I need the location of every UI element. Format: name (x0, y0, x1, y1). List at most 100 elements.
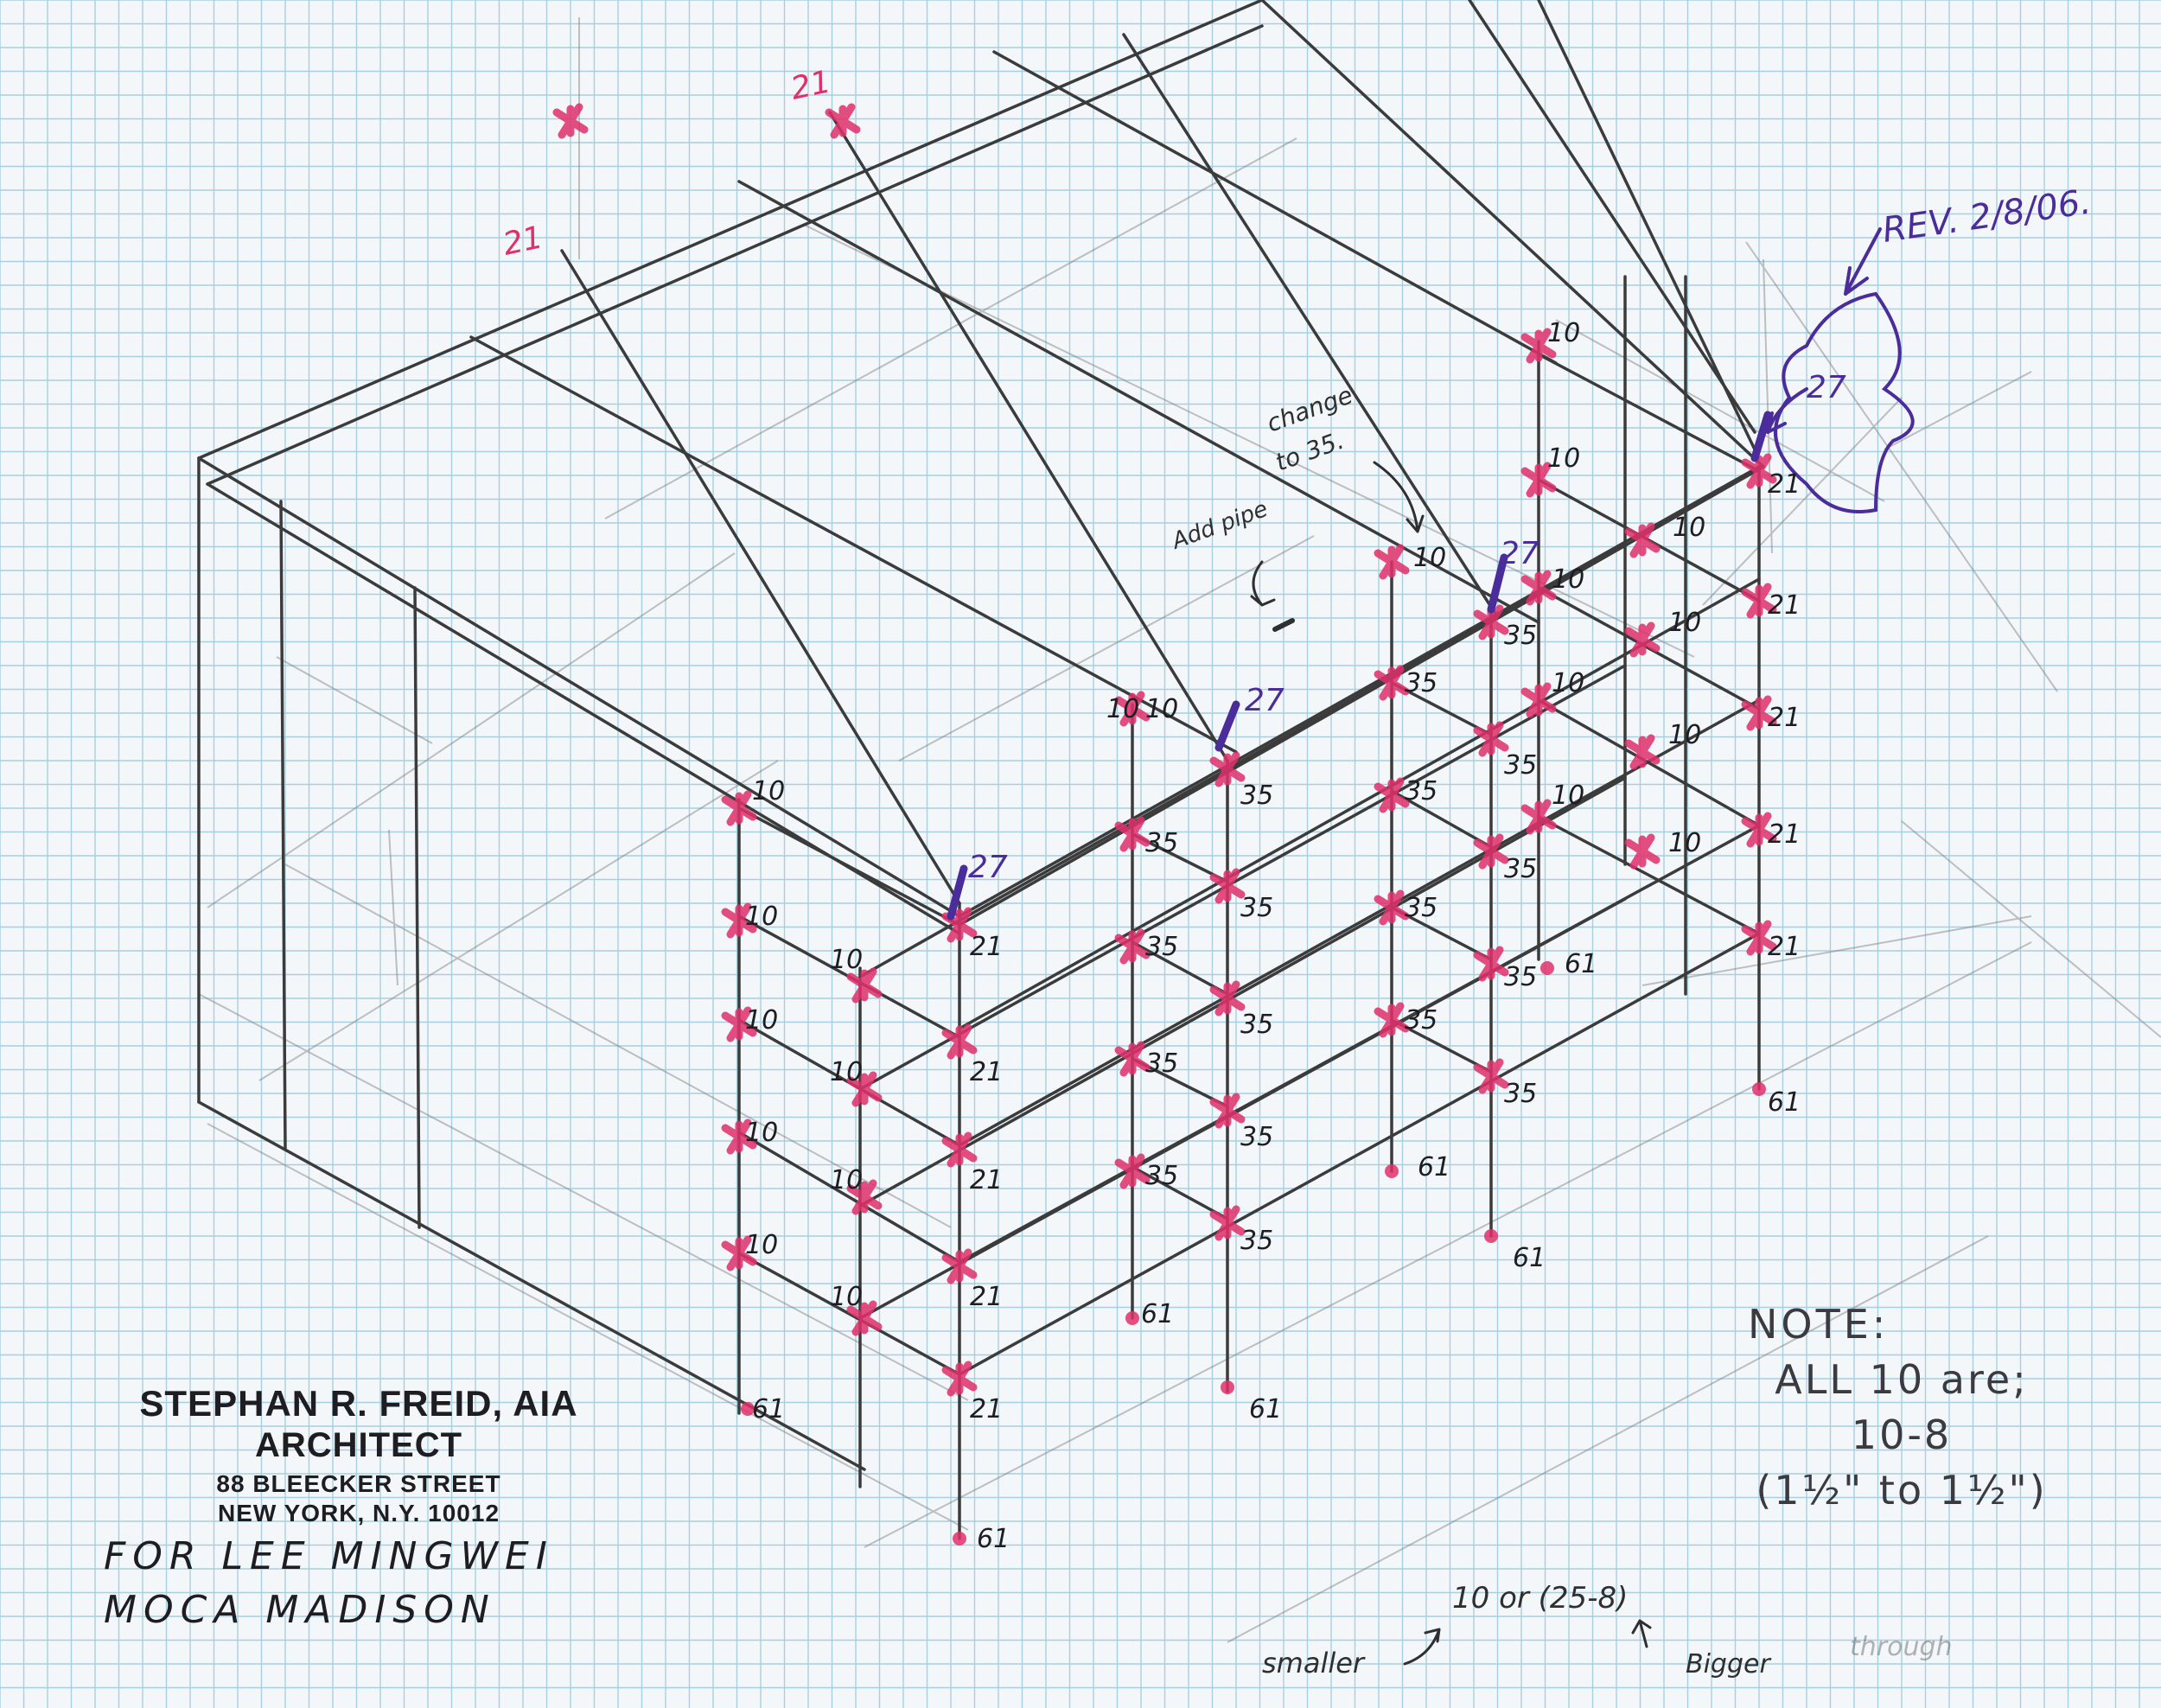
fitting-mark (1624, 833, 1661, 870)
fitting-mark (721, 1118, 757, 1155)
client-note: FOR LEE MINGWEI MOCA MADISON (104, 1530, 554, 1637)
fitting-label: 35 (1504, 854, 1537, 884)
fitting-label: 10 (1106, 694, 1139, 724)
fitting-label: 35 (1405, 1005, 1437, 1036)
general-note: NOTE: ALL 10 are; 10-8 (1½" to 1½") (1737, 1297, 2066, 1518)
fitting-mark (721, 902, 757, 939)
fitting-label: 10 (1668, 608, 1701, 638)
revision-marks (947, 227, 1915, 921)
added-pipe-mark (1272, 618, 1295, 632)
note-line2: 10-8 (1851, 1412, 1953, 1458)
fitting-label: 27 (968, 850, 1008, 885)
fitting-label: 21 (787, 64, 833, 107)
fitting-mark (846, 1179, 883, 1215)
fitting-label: 35 (1405, 668, 1437, 698)
fitting-label: 21 (1768, 819, 1801, 850)
fitting-mark (1209, 1205, 1246, 1241)
fitting-label: 21 (1768, 469, 1801, 500)
bigger-arrow (1631, 1619, 1652, 1648)
bottom-note-faint: through (1850, 1632, 1953, 1662)
fitting-label: 21 (1768, 703, 1801, 733)
fitting-label: 10 (1668, 828, 1701, 858)
fitting-label: 35 (1504, 621, 1537, 651)
fitting-mark (1473, 833, 1509, 870)
fitting-mark (1520, 328, 1557, 364)
fitting-mark (721, 1235, 757, 1271)
fitting-label: 10 (1547, 318, 1580, 348)
base-plate-dot (1221, 1380, 1234, 1394)
fitting-label: 10 (830, 945, 863, 975)
revision-arrow (1844, 227, 1882, 296)
fitting-mark (1741, 920, 1777, 956)
fitting-mark (846, 967, 883, 1004)
fitting-label: 27 (1500, 536, 1539, 571)
fitting-label: 61 (1418, 1152, 1450, 1182)
fitting-label: 35 (1405, 893, 1437, 923)
add-pipe-arrow (1250, 560, 1276, 607)
fitting-label: 61 (1249, 1394, 1282, 1424)
architect-stamp: STEPHAN R. FREID, AIA ARCHITECT 88 BLEEC… (61, 1383, 657, 1527)
fitting-label: 35 (1240, 1010, 1273, 1040)
fitting-label: 35 (1240, 1226, 1273, 1256)
fitting-mark (1473, 604, 1509, 640)
fitting-label: 35 (1145, 932, 1178, 962)
base-plate-dot (1385, 1164, 1399, 1178)
annotation-arrows (1250, 461, 1652, 1666)
change-arrow (1373, 461, 1425, 533)
fitting-mark (1209, 1093, 1246, 1129)
fitting-label: 10 (1547, 443, 1580, 474)
fitting-mark (1374, 665, 1410, 701)
fitting-label: 10 (830, 1282, 863, 1312)
fitting-label: 35 (1405, 776, 1437, 806)
client-line2: MOCA MADISON (104, 1588, 496, 1632)
fitting-label: 35 (1504, 1079, 1537, 1109)
fitting-label: 35 (1145, 1048, 1178, 1079)
fitting-label: 21 (1768, 590, 1801, 621)
base-plate-dot (1752, 1082, 1766, 1096)
fitting-mark (1520, 682, 1557, 718)
fitting-label: 61 (752, 1394, 785, 1424)
fitting-label: 10 (1673, 513, 1705, 543)
fitting-mark (941, 1361, 978, 1397)
fitting-label: 35 (1145, 828, 1178, 858)
fitting-mark (721, 790, 757, 826)
fitting-label: 35 (1504, 750, 1537, 781)
fitting-label: 21 (970, 1394, 1003, 1424)
base-plate-dot (1540, 961, 1554, 975)
fitting-label: 61 (1513, 1243, 1546, 1273)
base-plate-dot (953, 1532, 966, 1545)
fitting-label: 21 (970, 932, 1003, 962)
fitting-label: 10 (830, 1057, 863, 1087)
base-plate-dot (1484, 1229, 1498, 1243)
fitting-label: 21 (970, 1165, 1003, 1195)
fitting-mark (721, 1006, 757, 1042)
fitting-mark (1473, 721, 1509, 757)
fitting-mark (1209, 980, 1246, 1017)
architect-city: NEW YORK, N.Y. 10012 (217, 1500, 500, 1526)
fitting-mark (1114, 816, 1151, 852)
fitting-label: 10 (745, 1230, 778, 1260)
fitting-mark (1114, 928, 1151, 965)
fitting-label: 10 (1413, 543, 1446, 573)
fitting-mark (1520, 570, 1557, 606)
revision-text: REV. 2/8/06. (1880, 182, 2094, 251)
fitting-mark (1624, 734, 1661, 770)
client-line1: FOR LEE MINGWEI (104, 1534, 554, 1578)
fitting-mark (846, 1300, 883, 1336)
fitting-mark (1209, 751, 1246, 787)
revision-cloud (1774, 291, 1915, 513)
fitting-label: 35 (1504, 962, 1537, 992)
fitting-label: 61 (1768, 1087, 1801, 1118)
fitting-mark (1741, 583, 1777, 619)
fitting-label: 10 (745, 1005, 778, 1036)
fitting-mark (1520, 799, 1557, 835)
fitting-label: 10 (1145, 694, 1178, 724)
fitting-label: 10 (1668, 720, 1701, 750)
fitting-label: 10 (1552, 564, 1584, 595)
fitting-mark (1374, 889, 1410, 926)
fitting-mark (1741, 453, 1777, 489)
fitting-mark (941, 1023, 978, 1060)
fitting-label: 61 (1141, 1299, 1174, 1329)
